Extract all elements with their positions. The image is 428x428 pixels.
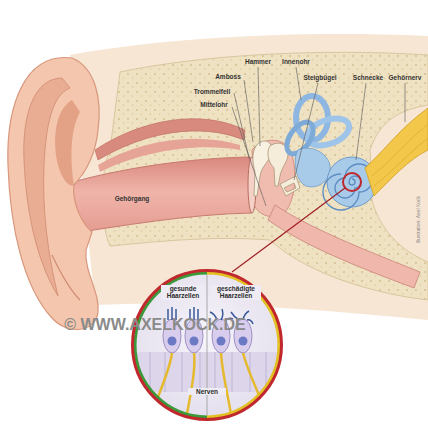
part-label: Steigbügel — [303, 74, 336, 81]
inset-border — [133, 271, 282, 420]
leader-line — [296, 67, 301, 100]
hair-cell-inset — [234, 319, 252, 353]
pinna — [8, 58, 99, 330]
inset-ring — [135, 273, 207, 417]
part-label: Hammer — [245, 58, 271, 65]
hair-cell-inset — [239, 337, 248, 346]
inset-circle: gesunde Haarzellen geschädigte Haarzellen… — [131, 269, 283, 421]
leader-line — [405, 83, 406, 122]
auditory-nerve — [365, 108, 428, 196]
hair-cell-inset — [190, 337, 199, 346]
inset-ring — [135, 273, 279, 417]
middle-ear — [268, 205, 420, 288]
leader-line — [294, 83, 318, 180]
hair-cell-inset — [207, 272, 208, 418]
canal-label: Gehörgang — [115, 195, 150, 202]
hair-cell-inset — [168, 337, 177, 346]
leader-line — [258, 67, 260, 146]
part-label: Mittelohr — [200, 101, 227, 108]
inset-ring — [207, 273, 279, 417]
hair-cell-inset — [130, 270, 285, 420]
pinna — [55, 100, 80, 186]
part-label: Amboss — [215, 73, 241, 80]
credit: Illustration: Axel Kock — [416, 196, 422, 244]
hair-cell-inset — [130, 352, 285, 392]
leader-line — [232, 67, 405, 206]
watermark: © WWW.AXELKOCK.DE — [64, 316, 246, 334]
leader-line — [232, 107, 266, 206]
part-label: Gehörnerv — [389, 74, 422, 81]
part-label: Schnecke — [353, 74, 383, 81]
hair-cell-inset — [217, 337, 226, 346]
ear-canal — [62, 157, 252, 235]
cell-caption: gesunde Haarzellen — [161, 285, 205, 300]
cell-caption: geschädigte Haarzellen — [211, 285, 261, 300]
ossicles — [280, 176, 300, 196]
muscle — [95, 119, 245, 160]
leader-line — [356, 83, 366, 160]
ear-canal — [62, 157, 252, 235]
hair-cell-inset — [168, 307, 198, 320]
auditory-nerve — [365, 108, 428, 196]
hair-cell-inset — [185, 319, 203, 353]
cell-caption: Nerven — [188, 388, 226, 395]
zoom-marker — [343, 173, 361, 191]
hair-cell-inset — [163, 319, 181, 353]
leader-line — [244, 80, 253, 142]
hair-cell-inset — [210, 309, 253, 324]
cochlea — [323, 164, 373, 210]
hair-cell-inset — [130, 270, 285, 420]
pinna — [8, 58, 99, 330]
part-label: Trommelfell — [194, 88, 230, 95]
hair-cell-inset — [212, 319, 230, 353]
auditory-nerve — [372, 124, 428, 186]
zoom-marker — [232, 173, 361, 272]
part-label: Innenohr — [282, 58, 310, 65]
zoom-marker — [232, 188, 345, 272]
leader-line — [234, 93, 249, 158]
pinna — [52, 255, 80, 300]
